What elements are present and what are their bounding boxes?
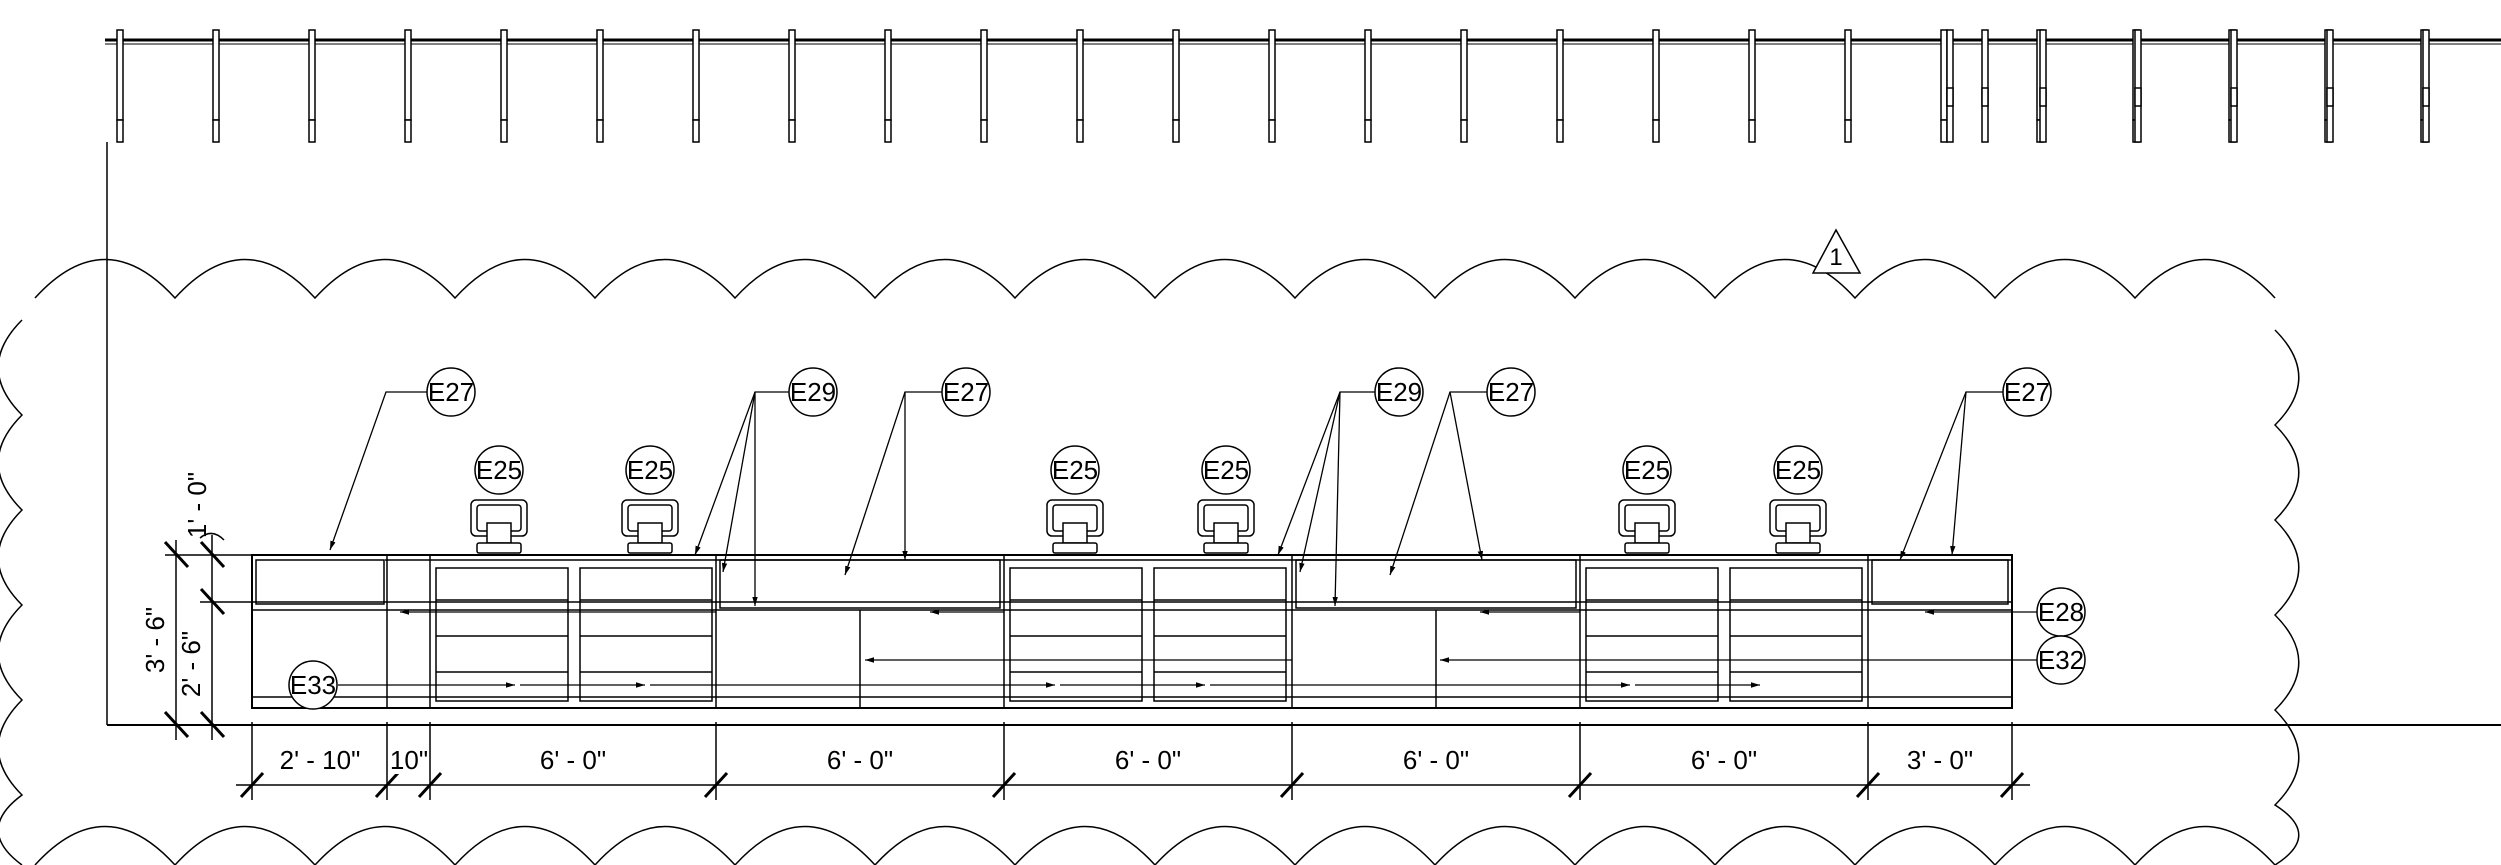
monitor-icon: [1769, 499, 1827, 554]
tag-e25-3: E25: [1050, 445, 1100, 495]
rail-post: [596, 29, 604, 143]
rail-post: [2039, 29, 2047, 143]
svg-text:E29: E29: [790, 377, 836, 407]
dim-label-3: 6' - 0": [540, 745, 606, 775]
dim-label-5: 6' - 0": [1115, 745, 1181, 775]
drawer-cabinet: [1153, 567, 1287, 702]
drawer-cabinet: [579, 567, 713, 702]
tag-e33: E33: [288, 660, 338, 710]
tag-e28: E28: [2036, 587, 2086, 637]
dim-label-1: 2' - 10": [280, 745, 361, 775]
drawer-cabinet: [1729, 567, 1863, 702]
horizontal-dimension-labels: 2' - 10" 10" 6' - 0" 6' - 0" 6' - 0" 6' …: [270, 742, 1973, 775]
rail-post: [1748, 29, 1756, 143]
rail-post: [308, 29, 316, 143]
dim-upper-height: 1' - 0": [182, 472, 212, 538]
tag-e29-b: E29: [1374, 367, 1424, 417]
top-rail: [105, 29, 2501, 143]
vertical-dimension-labels: 3' - 6" 2' - 6" 1' - 0": [140, 472, 212, 697]
tag-e25-1: E25: [474, 445, 524, 495]
dim-label-8: 3' - 0": [1907, 745, 1973, 775]
rail-post: [2230, 29, 2238, 143]
svg-text:E29: E29: [1376, 377, 1422, 407]
leader-lines: [329, 391, 2051, 688]
rail-post: [980, 29, 988, 143]
svg-text:E25: E25: [1052, 455, 1098, 485]
rail-post: [788, 29, 796, 143]
rail-post: [212, 29, 220, 143]
drawer-units: [435, 567, 1863, 702]
rail-post: [1172, 29, 1180, 143]
dim-label-6: 6' - 0": [1403, 745, 1469, 775]
dim-label-7: 6' - 0": [1691, 745, 1757, 775]
svg-text:E32: E32: [2038, 645, 2084, 675]
tag-e32: E32: [2036, 635, 2086, 685]
tag-e27-b: E27: [941, 367, 991, 417]
rail-post: [2326, 29, 2334, 143]
svg-text:E25: E25: [1203, 455, 1249, 485]
svg-text:E25: E25: [1775, 455, 1821, 485]
svg-text:E25: E25: [627, 455, 673, 485]
rail-post: [500, 29, 508, 143]
svg-text:E27: E27: [2004, 377, 2050, 407]
tag-e25-6: E25: [1773, 445, 1823, 495]
rail-post: [1556, 29, 1564, 143]
monitor-icon: [1046, 499, 1104, 554]
svg-text:E33: E33: [290, 670, 336, 700]
rail-post: [2422, 29, 2430, 143]
tag-e29-a: E29: [788, 367, 838, 417]
rail-post: [404, 29, 412, 143]
rail-post: [1940, 29, 1948, 143]
rail-post: [1268, 29, 1276, 143]
dim-label-2: 10": [390, 745, 428, 775]
tag-e25-4: E25: [1201, 445, 1251, 495]
rail-post: [116, 29, 124, 143]
horizontal-dimensions: [236, 722, 2030, 800]
rail-post: [1076, 29, 1084, 143]
drawer-cabinet: [435, 567, 569, 702]
rail-post: [884, 29, 892, 143]
rail-post: [1946, 29, 1954, 143]
dim-lower-height: 2' - 6": [176, 631, 206, 697]
rail-post: [1981, 29, 1989, 143]
rail-post: [1652, 29, 1660, 143]
rail-post: [692, 29, 700, 143]
tag-e27-d: E27: [2002, 367, 2052, 417]
tag-e25-5: E25: [1622, 445, 1672, 495]
svg-text:E27: E27: [1488, 377, 1534, 407]
svg-text:E27: E27: [943, 377, 989, 407]
monitor-icon: [621, 499, 679, 554]
dim-overall-height: 3' - 6": [140, 607, 170, 673]
monitor-icon: [1197, 499, 1255, 554]
rail-post: [2134, 29, 2142, 143]
tag-e27-c: E27: [1486, 367, 1536, 417]
revision-number: 1: [1829, 244, 1842, 271]
rail-post: [1364, 29, 1372, 143]
vertical-dimensions: [163, 532, 252, 740]
tag-e27-a: E27: [426, 367, 476, 417]
drawer-cabinet: [1585, 567, 1719, 702]
svg-text:E28: E28: [2038, 597, 2084, 627]
monitors: [470, 499, 1827, 554]
svg-text:E27: E27: [428, 377, 474, 407]
drawer-cabinet: [1009, 567, 1143, 702]
rail-posts: [116, 29, 2430, 143]
monitor-icon: [470, 499, 528, 554]
monitor-icon: [1618, 499, 1676, 554]
svg-text:E25: E25: [1624, 455, 1670, 485]
rail-post: [1844, 29, 1852, 143]
revision-cloud: [0, 258, 2300, 865]
tag-e25-2: E25: [625, 445, 675, 495]
svg-text:E25: E25: [476, 455, 522, 485]
revision-delta: 1: [1811, 228, 1862, 274]
dim-label-4: 6' - 0": [827, 745, 893, 775]
casework-elevation: [251, 554, 2013, 709]
rail-post: [1460, 29, 1468, 143]
